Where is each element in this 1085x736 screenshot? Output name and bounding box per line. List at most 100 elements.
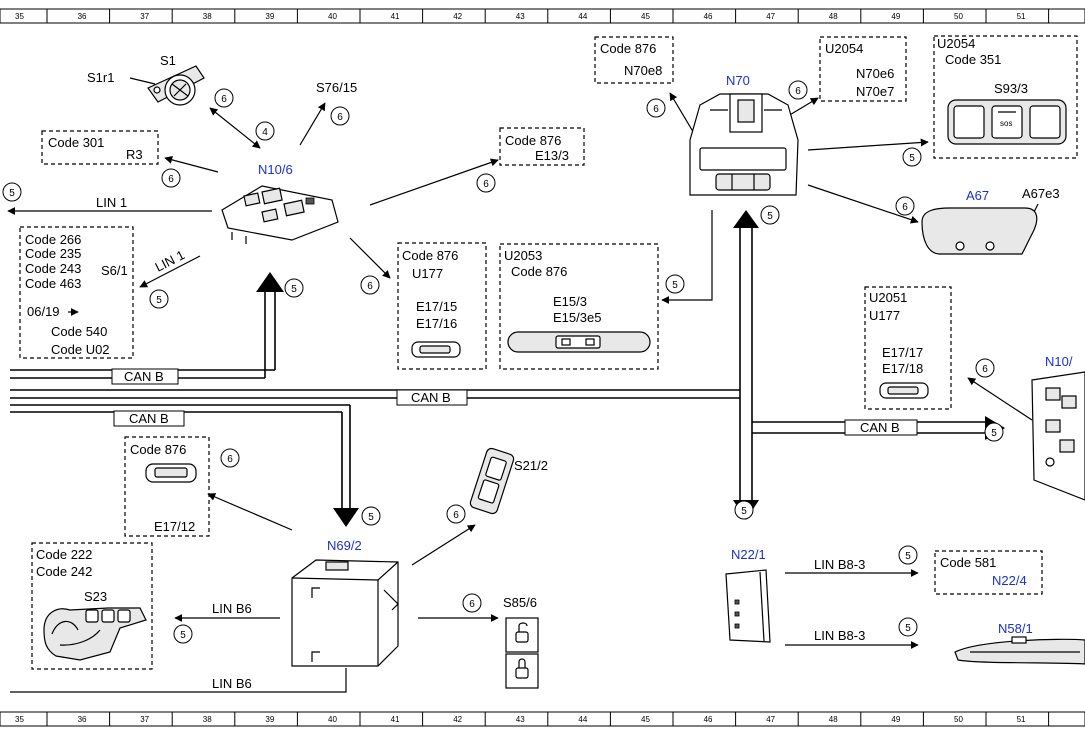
svg-text:U177: U177 xyxy=(869,308,900,323)
ruler-label: 35 xyxy=(15,12,24,21)
n70-overhead-panel: N70 xyxy=(689,73,799,196)
ruler-label: 40 xyxy=(328,12,337,21)
svg-text:A67e3: A67e3 xyxy=(1022,186,1060,201)
ref-marker: 6 xyxy=(895,196,915,216)
ruler-label: 37 xyxy=(140,715,149,724)
ruler-label: 41 xyxy=(391,12,400,21)
ref-marker: 5 xyxy=(665,274,685,294)
ref-marker: 6 xyxy=(975,358,995,378)
ref-marker: 5 xyxy=(2,182,22,202)
ruler-label: 37 xyxy=(140,12,149,21)
ruler-label: 38 xyxy=(203,715,212,724)
can-b-label-3: CAN B xyxy=(411,390,451,405)
svg-text:Code 242: Code 242 xyxy=(36,564,92,579)
svg-text:6: 6 xyxy=(795,86,801,97)
lin-b6-label-1: LIN B6 xyxy=(212,601,252,616)
lin1-label-diag: LIN 1 xyxy=(153,247,188,274)
svg-text:E17/18: E17/18 xyxy=(882,361,923,376)
ref-marker: 6 xyxy=(446,504,466,524)
ref-marker: 6 xyxy=(476,173,496,193)
svg-text:N70: N70 xyxy=(726,73,750,88)
ref-marker: 6 xyxy=(788,80,808,100)
ref-marker: 6 xyxy=(360,275,380,295)
ruler-label: 42 xyxy=(453,12,462,21)
box-code-301: Code 301 R3 xyxy=(41,130,159,165)
ruler-label: 36 xyxy=(78,12,87,21)
ruler-label: 45 xyxy=(641,12,650,21)
ruler-label: 46 xyxy=(704,715,713,724)
svg-text:5: 5 xyxy=(767,211,773,222)
can-b-labels: CAN B CAN B CAN B CAN B LIN 1 LIN 1 LIN … xyxy=(96,195,918,691)
svg-text:6: 6 xyxy=(227,454,233,465)
svg-text:5: 5 xyxy=(672,280,678,291)
box-code-876-u177: Code 876 U177 E17/15 E17/16 xyxy=(397,242,487,370)
box-u2054-n70: U2054 N70e6 N70e7 xyxy=(819,36,907,102)
svg-text:S1r1: S1r1 xyxy=(87,70,114,85)
svg-text:5: 5 xyxy=(905,551,911,562)
svg-text:N10/: N10/ xyxy=(1045,354,1073,369)
svg-text:5: 5 xyxy=(741,506,747,517)
svg-text:Code 876: Code 876 xyxy=(600,41,656,56)
svg-text:6: 6 xyxy=(453,510,459,521)
ruler-label: 48 xyxy=(829,12,838,21)
svg-text:6: 6 xyxy=(221,94,227,105)
svg-text:E17/15: E17/15 xyxy=(416,299,457,314)
svg-text:S6/1: S6/1 xyxy=(101,263,128,278)
box-code-876-n70e8: Code 876 N70e8 xyxy=(594,36,674,84)
ruler-label: 44 xyxy=(578,715,587,724)
svg-text:6: 6 xyxy=(902,202,908,213)
svg-text:N22/4: N22/4 xyxy=(992,573,1027,588)
box-code-581: Code 581 N22/4 xyxy=(934,550,1043,595)
svg-text:06/19: 06/19 xyxy=(27,304,60,319)
svg-text:5: 5 xyxy=(291,284,297,295)
svg-text:A67: A67 xyxy=(966,188,989,203)
svg-text:Code 876: Code 876 xyxy=(130,442,186,457)
svg-text:S23: S23 xyxy=(84,589,107,604)
ruler-label: 43 xyxy=(516,12,525,21)
ref-marker: 6 xyxy=(220,448,240,468)
svg-text:Code 540: Code 540 xyxy=(51,324,107,339)
svg-text:S1: S1 xyxy=(160,53,176,68)
ref-marker: 5 xyxy=(898,617,918,637)
svg-text:U2054: U2054 xyxy=(937,36,975,51)
svg-text:Code 243: Code 243 xyxy=(25,261,81,276)
ruler-label: 45 xyxy=(641,715,650,724)
svg-text:E15/3: E15/3 xyxy=(553,294,587,309)
ref-marker: 5 xyxy=(902,147,922,167)
ruler-label: 39 xyxy=(265,715,274,724)
ruler-label: 48 xyxy=(829,715,838,724)
s85-6-lock-buttons: S85/6 xyxy=(503,595,539,689)
ruler-label: 42 xyxy=(453,715,462,724)
box-code-222: Code 222 Code 242 S23 xyxy=(31,542,153,670)
ref-marker: 6 xyxy=(330,106,350,126)
svg-text:E13/3: E13/3 xyxy=(535,148,569,163)
can-b-label-4: CAN B xyxy=(860,420,900,435)
svg-text:Code 581: Code 581 xyxy=(940,555,996,570)
ref-marker: 5 xyxy=(898,545,918,565)
ruler-label: 38 xyxy=(203,12,212,21)
svg-text:Code U02: Code U02 xyxy=(51,342,110,357)
svg-text:E17/16: E17/16 xyxy=(416,316,457,331)
svg-text:U2053: U2053 xyxy=(504,248,542,263)
ruler-label: 43 xyxy=(516,715,525,724)
svg-text:Code 876: Code 876 xyxy=(505,133,561,148)
svg-text:N58/1: N58/1 xyxy=(998,621,1033,636)
box-code-266: Code 266 Code 235 Code 243 Code 463 S6/1… xyxy=(19,226,134,359)
svg-text:6: 6 xyxy=(337,112,343,123)
ref-marker: 6 xyxy=(462,593,482,613)
svg-text:E17/12: E17/12 xyxy=(154,519,195,534)
n10-6-module: N10/6 xyxy=(221,162,339,244)
ruler-label: 35 xyxy=(15,715,24,724)
ruler-label: 47 xyxy=(766,715,775,724)
s21-2-switch: S21/2 xyxy=(469,447,548,515)
svg-text:5: 5 xyxy=(9,188,15,199)
ruler-label: 51 xyxy=(1017,12,1026,21)
box-u2054-code-351: U2054 Code 351 S93/3 xyxy=(933,35,1078,159)
svg-text:5: 5 xyxy=(180,630,186,641)
svg-text:5: 5 xyxy=(991,428,997,439)
ref-marker: 5 xyxy=(734,500,754,520)
svg-text:S85/6: S85/6 xyxy=(503,595,537,610)
box-code-876-e13-3: Code 876 E13/3 xyxy=(499,127,585,166)
